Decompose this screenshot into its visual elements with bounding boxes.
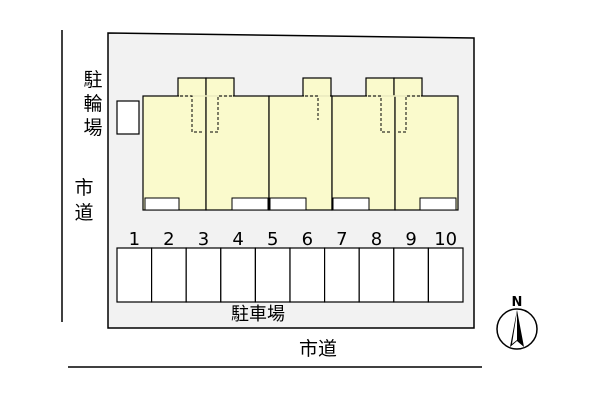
building-unit [331, 95, 396, 211]
balcony [144, 197, 180, 211]
building-bay [205, 77, 235, 99]
parking-space [116, 247, 153, 303]
building-unit [142, 95, 207, 211]
parking-space-number: 1 [129, 229, 140, 250]
building-unit [394, 95, 459, 211]
parking-space [427, 247, 464, 303]
entry-dashes [180, 95, 420, 133]
parking-space-number: 4 [232, 229, 243, 250]
parking-space-number: 7 [336, 229, 347, 250]
bike-parking-label: 駐 輪 場 [83, 69, 102, 139]
apartment-building [142, 77, 459, 211]
north-label: N [512, 295, 523, 310]
parking-space-number: 5 [267, 229, 278, 250]
bike-parking-char: 場 [83, 117, 102, 139]
parking-space-number: 9 [405, 229, 416, 250]
bike-parking-shed [116, 100, 140, 135]
parking-space-numbers: 1 2 3 4 5 6 7 8 9 10 [129, 229, 458, 250]
building-unit [205, 95, 270, 211]
parking-space-number: 2 [163, 229, 174, 250]
parking-space [220, 247, 257, 303]
parking-space-number: 3 [198, 229, 209, 250]
parking-space [324, 247, 360, 303]
north-arrow-icon: N [496, 295, 538, 350]
building-bay [393, 77, 423, 99]
balcony [231, 197, 269, 211]
parking-space [254, 247, 291, 303]
bottom-road-label: 市道 [299, 338, 337, 360]
parking-space-number: 10 [434, 229, 457, 250]
parking-space-number: 6 [302, 229, 313, 250]
bike-parking-char: 輪 [83, 93, 102, 115]
parking-space [185, 247, 222, 303]
parking-space [358, 247, 395, 303]
parking-spaces [116, 247, 464, 303]
building-bay [365, 77, 395, 99]
balcony [419, 197, 457, 211]
left-road-char: 市 [74, 177, 93, 199]
parking-space-number: 8 [371, 229, 382, 250]
building-bay [177, 77, 207, 99]
balcony [269, 197, 307, 211]
building-bay [302, 77, 332, 99]
left-road-label: 市 道 [74, 177, 93, 224]
parking-space [393, 247, 429, 303]
parking-space [289, 247, 326, 303]
building-unit [268, 95, 333, 211]
left-road-char: 道 [74, 202, 93, 224]
parking-space [151, 247, 187, 303]
balcony [332, 197, 370, 211]
parking-lot-label: 駐車場 [231, 304, 285, 325]
bike-parking-char: 駐 [83, 69, 102, 91]
